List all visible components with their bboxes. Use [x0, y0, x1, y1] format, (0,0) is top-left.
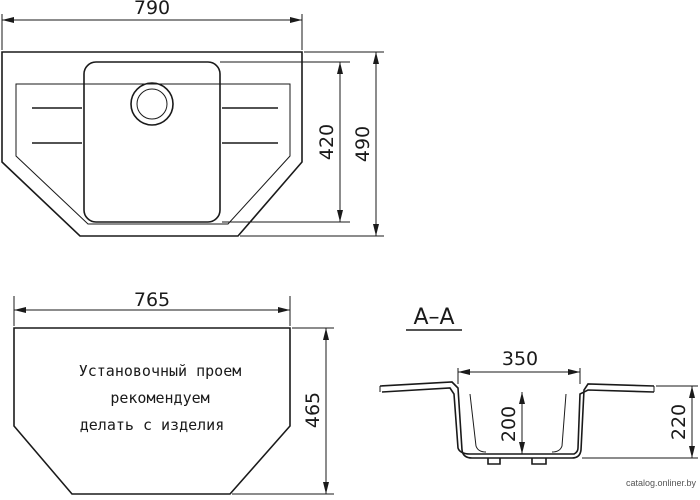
sink-outline — [1, 51, 303, 237]
bowl-height-dimension-label: 420 — [316, 124, 338, 160]
bowl-wall-right — [551, 393, 567, 453]
bowl-width-dimension-label: 350 — [502, 348, 538, 370]
sink-inner-rim — [15, 83, 291, 225]
cutout-view: 765 465 Установочный проем рекомендуем д… — [13, 289, 334, 495]
total-height-dimension-label: 490 — [352, 126, 374, 162]
cutout-height-dimension-label: 465 — [302, 392, 324, 428]
cutout-note-line-3: делать с изделия — [80, 416, 225, 434]
cutout-outline — [13, 327, 291, 495]
bowl-depth-dimension-label: 200 — [498, 406, 520, 442]
drain-stub-left — [487, 458, 501, 465]
cutout-note-line-2: рекомендуем — [110, 389, 209, 407]
section-title: A–A — [413, 305, 454, 330]
cutout-width-dimension-label: 765 — [134, 289, 170, 311]
top-view: 790 420 490 — [1, 0, 384, 237]
drain-stub-right — [531, 458, 547, 465]
drain-outer — [130, 82, 174, 126]
bowl-wall-left — [469, 393, 487, 453]
drain-inner — [136, 88, 168, 120]
watermark: catalog.onliner.by — [626, 478, 697, 488]
cutout-note-line-1: Установочный проем — [79, 362, 242, 380]
total-depth-dimension-label: 220 — [668, 404, 690, 440]
section-profile-outer — [379, 381, 655, 459]
bowl — [83, 61, 221, 223]
width-dimension-label: 790 — [134, 0, 170, 19]
section-view: A–A 350 200 220 — [379, 305, 698, 465]
